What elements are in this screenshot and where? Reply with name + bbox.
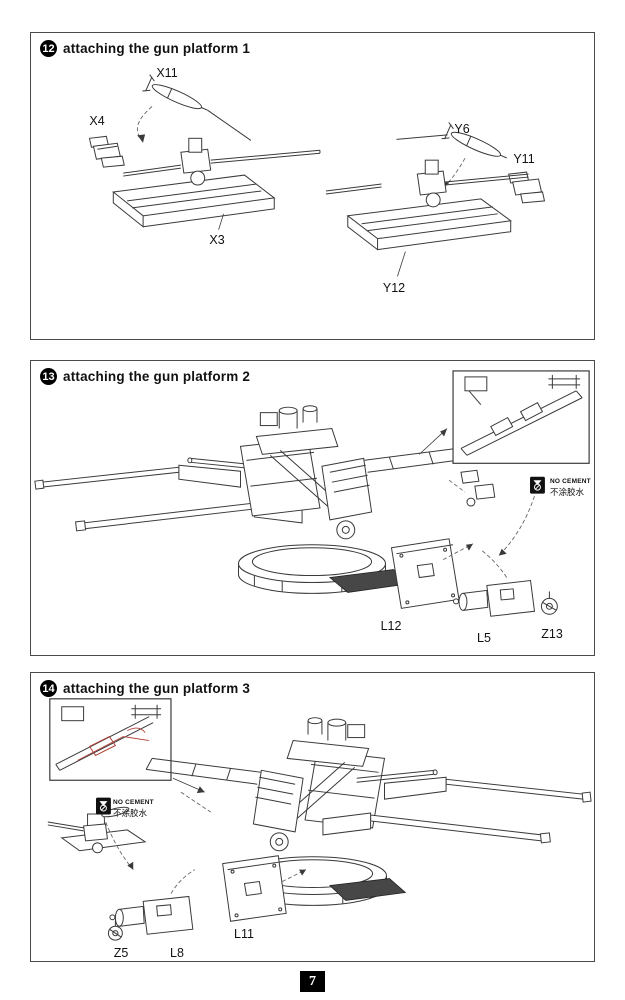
turret-structure	[252, 717, 386, 852]
no-cement-text-en: NO CEMENT	[113, 799, 154, 806]
part-label-y11: Y11	[513, 152, 535, 166]
sight-part-l8	[109, 869, 196, 935]
carriage-frame	[145, 757, 262, 813]
torpedo-part-y6	[396, 122, 507, 159]
twin-gun-assembly	[34, 370, 590, 617]
detail-inset	[452, 370, 590, 464]
wheel-part-z13	[540, 591, 558, 615]
part-label-x4: X4	[89, 114, 105, 128]
plate-part-l11	[222, 855, 307, 922]
side-gun-assembly	[47, 806, 147, 854]
part-label-z5: Z5	[113, 946, 129, 960]
step-number-badge: 14	[40, 680, 57, 697]
part-label-x3: X3	[209, 233, 225, 247]
part-label-l8: L8	[170, 946, 184, 960]
step-panel-13: 13 attaching the gun platform 2 NO CEMEN…	[30, 360, 595, 656]
step-header: 12 attaching the gun platform 1	[40, 40, 250, 57]
gun-platform-x3	[112, 137, 321, 230]
assembly-illustration-step12	[88, 74, 546, 277]
gun-platform-y12	[325, 159, 529, 277]
step-title: attaching the gun platform 1	[63, 41, 251, 56]
no-cement-text-en: NO CEMENT	[550, 478, 591, 485]
turret-structure	[239, 405, 373, 540]
gun-platform-assembly-y	[325, 122, 546, 277]
step-panel-14: 14 attaching the gun platform 3 NO CEMEN…	[30, 672, 595, 962]
gun-platform-assembly-x	[88, 74, 321, 230]
torpedo-part-x11	[142, 74, 252, 141]
twin-gun-assembly-mirrored	[47, 698, 592, 941]
gun-barrels	[322, 769, 592, 844]
bracket-part-x4	[88, 135, 125, 168]
step-number-badge: 12	[40, 40, 57, 57]
step-header: 14 attaching the gun platform 3	[40, 680, 250, 697]
page-number: 7	[300, 971, 325, 992]
sight-part-l5	[453, 549, 536, 617]
no-glue-icon	[96, 797, 111, 815]
part-label-z13: Z13	[541, 627, 563, 641]
step-number-badge: 13	[40, 368, 57, 385]
turret-base	[238, 544, 413, 594]
wheel-part-z5	[107, 920, 123, 941]
part-label-y6: Y6	[454, 122, 470, 136]
no-cement-text-zh: 不涂胶水	[113, 808, 148, 818]
no-cement-leader	[103, 815, 134, 870]
no-cement-leader	[498, 495, 535, 556]
assembly-illustration-step14	[47, 698, 592, 941]
step-title: attaching the gun platform 2	[63, 369, 251, 384]
no-glue-icon	[530, 476, 545, 494]
part-label-l5: L5	[477, 631, 491, 645]
bracket-part-y11	[508, 171, 546, 204]
step-panel-12: 12 attaching the gun platform 1 X11 X4 X…	[30, 32, 595, 340]
detail-inset	[49, 698, 172, 781]
part-label-x11: X11	[156, 66, 178, 80]
part-label-l12: L12	[380, 619, 402, 633]
no-cement-text-zh: 不涂胶水	[550, 487, 585, 497]
part-label-y12: Y12	[382, 281, 406, 295]
assembly-illustration-step13	[34, 370, 590, 617]
step-title: attaching the gun platform 3	[63, 681, 251, 696]
step-header: 13 attaching the gun platform 2	[40, 368, 250, 385]
part-label-l11: L11	[234, 927, 254, 941]
